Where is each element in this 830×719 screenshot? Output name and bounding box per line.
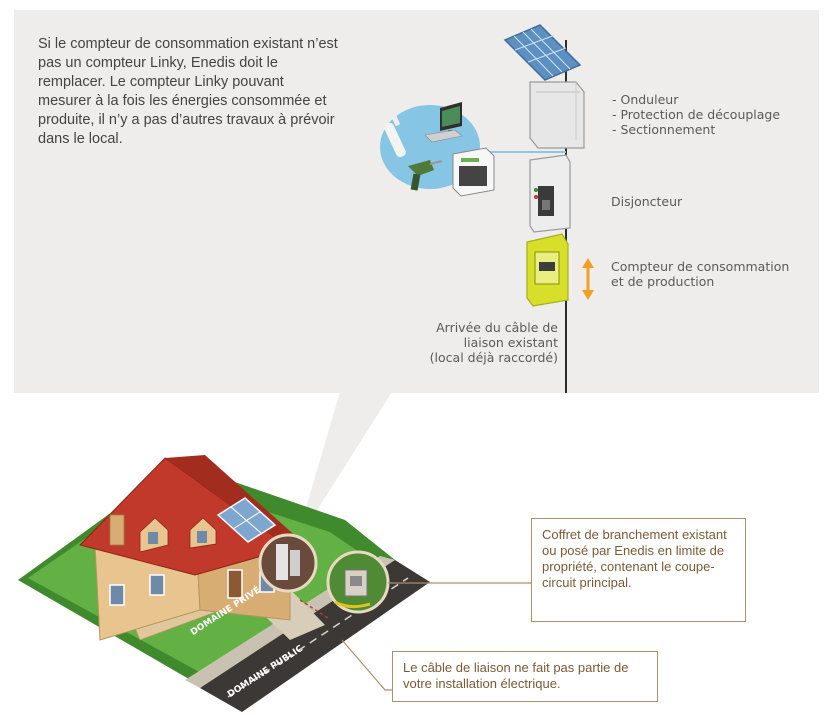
info-panel bbox=[14, 10, 819, 393]
arrivee-label-line2: liaison existant bbox=[463, 335, 558, 350]
cable-connector bbox=[341, 639, 392, 691]
callout-pointer bbox=[295, 392, 392, 545]
sectionnement-label: - Sectionnement bbox=[612, 122, 716, 137]
appliances-bubble bbox=[380, 102, 495, 197]
arrivee-label-line3: (local déjà raccordé) bbox=[429, 350, 558, 365]
onduleur-labels: - Onduleur - Protection de découplage - … bbox=[612, 92, 780, 137]
arrivee-label-line1: Arrivée du câble de bbox=[436, 320, 558, 335]
onduleur-label: - Onduleur bbox=[612, 92, 679, 107]
protection-label: - Protection de découplage bbox=[612, 107, 781, 122]
washing-machine-icon bbox=[452, 147, 495, 197]
solar-panel-icon bbox=[503, 24, 582, 81]
vacuum-icon bbox=[384, 111, 406, 158]
coffret-callout: Coffret de branchement existant ou posé … bbox=[531, 518, 746, 622]
arrivee-labels: Arrivée du câble de liaison existant (lo… bbox=[418, 320, 558, 365]
house-illustration bbox=[18, 455, 430, 712]
cable-callout: Le câble de liaison ne fait pas partie d… bbox=[392, 651, 658, 702]
intro-text: Si le compteur de consommation existant … bbox=[38, 36, 338, 147]
disjoncteur-box-icon bbox=[529, 154, 571, 233]
disjoncteur-label: Disjoncteur bbox=[611, 194, 683, 209]
computer-icon bbox=[424, 102, 463, 143]
drill-icon bbox=[408, 160, 443, 191]
linky-meter-icon bbox=[526, 233, 569, 307]
double-arrow-icon bbox=[582, 258, 594, 300]
compteur-labels: Compteur de consommation et de productio… bbox=[611, 259, 789, 289]
compteur-label-line2: et de production bbox=[611, 274, 715, 289]
onduleur-box-icon bbox=[529, 81, 585, 149]
compteur-label-line1: Compteur de consommation bbox=[611, 259, 790, 274]
